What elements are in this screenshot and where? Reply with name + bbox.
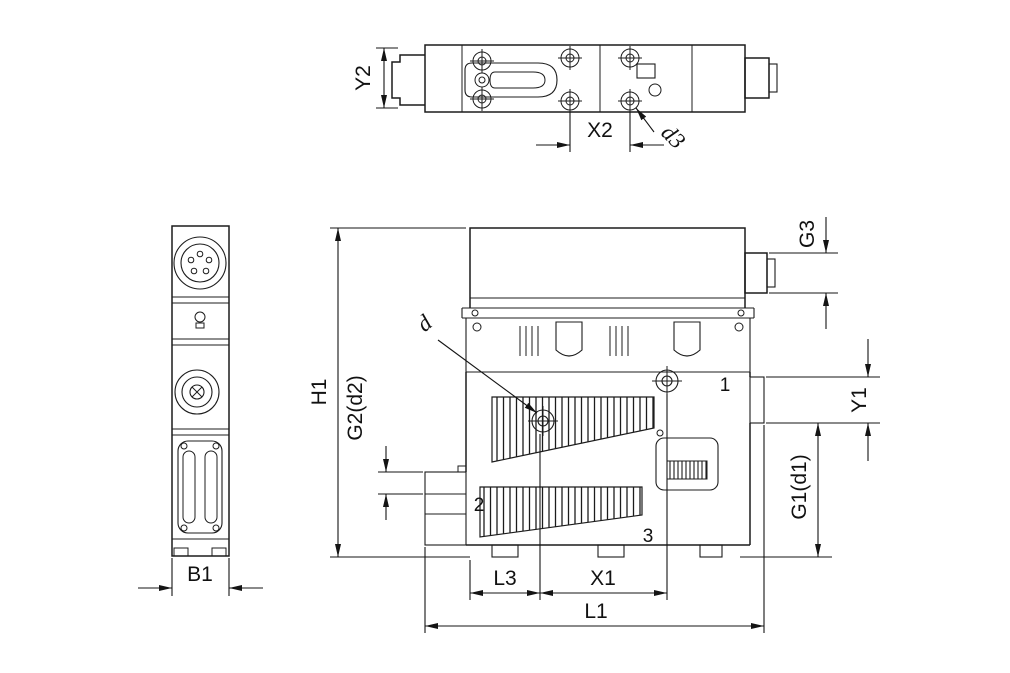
side-view-small-hole xyxy=(194,311,206,323)
silencer-fins-upper xyxy=(491,396,655,463)
dim-label-y1: Y1 xyxy=(848,387,871,413)
side-view xyxy=(171,225,230,557)
foot xyxy=(699,544,723,558)
front-view-lower-block xyxy=(424,372,765,558)
front-view-flange xyxy=(461,307,755,319)
dimension-b1: B1 xyxy=(138,558,263,596)
exhaust-port-2-block xyxy=(424,471,467,546)
screw-hole xyxy=(618,46,642,70)
dimension-l1: L1 xyxy=(424,425,765,633)
screw-hole xyxy=(558,89,582,113)
screw-hole xyxy=(558,46,582,70)
foot xyxy=(597,544,625,558)
side-view-foot xyxy=(173,547,189,557)
dim-label-y2: Y2 xyxy=(352,65,375,91)
screw-hole xyxy=(470,87,494,111)
dimension-l3: L3 xyxy=(469,434,541,600)
dimension-g1d1: G1(d1) xyxy=(740,423,832,558)
foot xyxy=(491,544,519,558)
side-view-body xyxy=(171,225,230,557)
top-view-detail-hole xyxy=(648,83,662,97)
top-view-left-endcap xyxy=(391,54,425,106)
dimension-y1: Y1 xyxy=(766,339,880,461)
dim-label-b1: B1 xyxy=(187,563,213,586)
mount-slot xyxy=(555,321,583,357)
dim-label-l3: L3 xyxy=(493,567,516,590)
dimension-g3: G3 xyxy=(769,217,838,329)
screw-hole xyxy=(618,89,642,113)
side-view-foot xyxy=(211,547,227,557)
dim-label-g3: G3 xyxy=(796,220,819,248)
front-view-connector-cap xyxy=(766,258,776,288)
screw-hole xyxy=(470,49,494,73)
valve-slot-outline xyxy=(464,62,558,98)
center-hole xyxy=(474,72,490,88)
valve-slot-inner xyxy=(489,71,546,89)
dim-label-h1: H1 xyxy=(308,379,331,406)
screw-hole-right xyxy=(652,366,682,396)
port-2-step xyxy=(457,465,467,473)
dimension-y2: Y2 xyxy=(352,47,398,109)
top-view-connector-cap xyxy=(768,63,778,93)
front-view: 1 2 3 xyxy=(424,227,776,558)
vacuum-port-1-stub xyxy=(749,376,765,424)
m12-connector xyxy=(173,236,227,290)
top-view-detail-plate xyxy=(636,63,656,79)
vent-slots xyxy=(519,326,629,356)
dim-label-x1: X1 xyxy=(590,567,616,590)
dim-label-g2d2: G2(d2) xyxy=(344,375,367,440)
silencer-fins-lower xyxy=(479,486,643,538)
port-label-3: 3 xyxy=(643,526,654,547)
barcode xyxy=(666,460,708,480)
dimension-x1: X1 xyxy=(540,394,668,600)
side-view-port-boss xyxy=(174,369,220,415)
port-label-2: 2 xyxy=(474,495,485,516)
top-view xyxy=(391,44,778,113)
port-label-1: 1 xyxy=(720,375,731,396)
side-view-mount-slots xyxy=(177,440,223,534)
screw-hole-d xyxy=(528,406,558,436)
plate-pin xyxy=(656,429,664,437)
dimension-x2: X2 xyxy=(536,112,664,152)
mount-slot xyxy=(673,321,701,357)
dim-label-g1d1: G1(d1) xyxy=(788,454,811,519)
dim-label-l1: L1 xyxy=(584,600,607,623)
dimension-h1: H1 xyxy=(308,227,470,558)
type-label-plate xyxy=(655,429,719,491)
dim-label-x2: X2 xyxy=(587,119,613,142)
side-view-small-tab xyxy=(195,322,205,329)
dimension-g2d2: G2(d2) xyxy=(344,375,423,520)
corner-screw xyxy=(472,322,482,332)
corner-screw xyxy=(734,322,744,332)
front-view-mid-block xyxy=(465,318,751,373)
